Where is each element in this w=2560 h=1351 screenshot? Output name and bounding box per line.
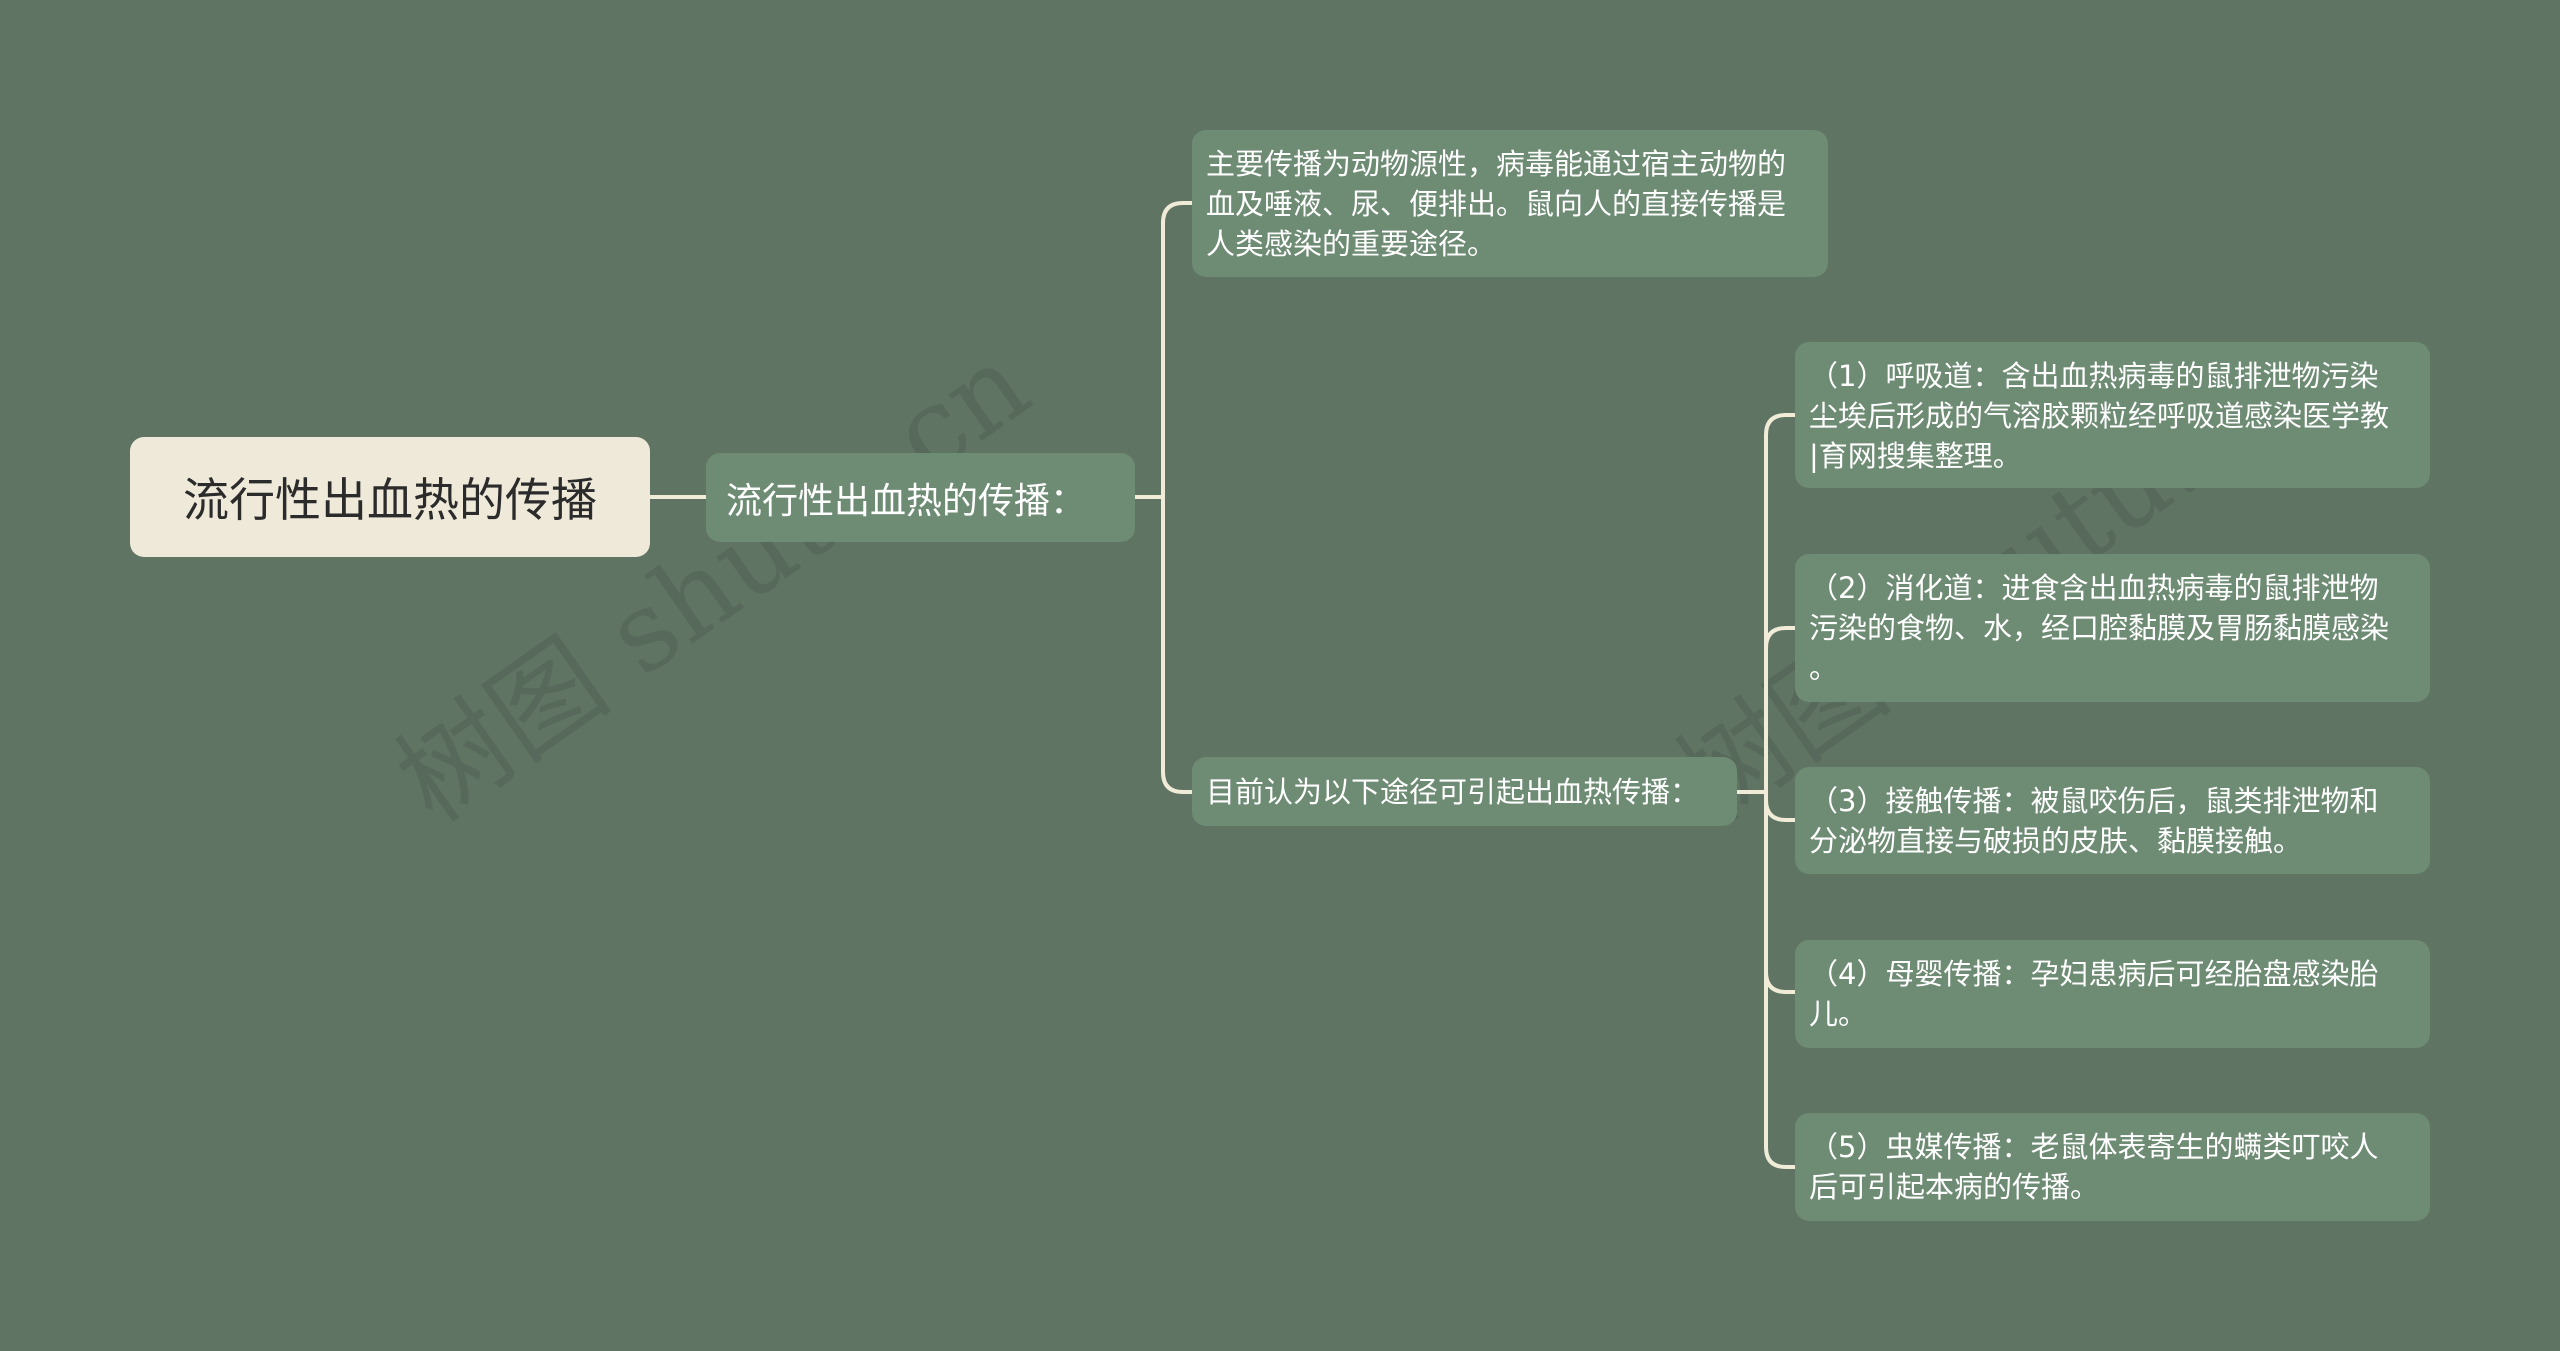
node-line: 尘埃后形成的气溶胶颗粒经呼吸道感染医学教 [1809, 399, 2390, 433]
node-animal-source[interactable]: 主要传播为动物源性，病毒能通过宿主动物的 血及唾液、尿、便排出。鼠向人的直接传播… [1192, 130, 1828, 277]
node-route-respiratory[interactable]: （1）呼吸道：含出血热病毒的鼠排泄物污染 尘埃后形成的气溶胶颗粒经呼吸道感染医学… [1795, 342, 2430, 488]
node-line: 分泌物直接与破损的皮肤、黏膜接触。 [1809, 824, 2303, 858]
node-route-contact[interactable]: （3）接触传播：被鼠咬伤后，鼠类排泄物和 分泌物直接与破损的皮肤、黏膜接触。 [1795, 767, 2430, 874]
node-line: （2）消化道：进食含出血热病毒的鼠排泄物 [1809, 571, 2379, 605]
node-line: |育网搜集整理。 [1809, 439, 2022, 473]
node-route-maternal[interactable]: （4）母婴传播：孕妇患病后可经胎盘感染胎 儿。 [1795, 940, 2430, 1048]
branch-node-transmission[interactable]: 流行性出血热的传播： [706, 453, 1135, 542]
node-line: 。 [1809, 651, 1839, 685]
node-line: 污染的食物、水，经口腔黏膜及胃肠黏膜感染 [1809, 611, 2390, 645]
node-line: 后可引起本病的传播。 [1809, 1170, 2100, 1204]
node-line: 人类感染的重要途径。 [1206, 227, 1497, 261]
node-line: （1）呼吸道：含出血热病毒的鼠排泄物污染 [1809, 359, 2379, 393]
branch-node-label: 流行性出血热的传播： [726, 480, 1087, 522]
node-line: 血及唾液、尿、便排出。鼠向人的直接传播是 [1206, 187, 1787, 221]
node-line: （4）母婴传播：孕妇患病后可经胎盘感染胎 [1809, 957, 2379, 991]
node-line: 儿。 [1809, 997, 1868, 1031]
node-route-digestive[interactable]: （2）消化道：进食含出血热病毒的鼠排泄物 污染的食物、水，经口腔黏膜及胃肠黏膜感… [1795, 554, 2430, 702]
node-transmission-routes[interactable]: 目前认为以下途径可引起出血热传播： [1192, 757, 1737, 826]
node-line: （5）虫媒传播：老鼠体表寄生的螨类叮咬人 [1809, 1130, 2379, 1164]
node-line: 主要传播为动物源性，病毒能通过宿主动物的 [1206, 147, 1787, 181]
root-node-label: 流行性出血热的传播 [183, 473, 597, 527]
node-line: （3）接触传播：被鼠咬伤后，鼠类排泄物和 [1809, 784, 2379, 818]
node-label: 目前认为以下途径可引起出血热传播： [1206, 774, 1700, 809]
root-node[interactable]: 流行性出血热的传播 [130, 437, 650, 557]
node-route-vector[interactable]: （5）虫媒传播：老鼠体表寄生的螨类叮咬人 后可引起本病的传播。 [1795, 1113, 2430, 1221]
